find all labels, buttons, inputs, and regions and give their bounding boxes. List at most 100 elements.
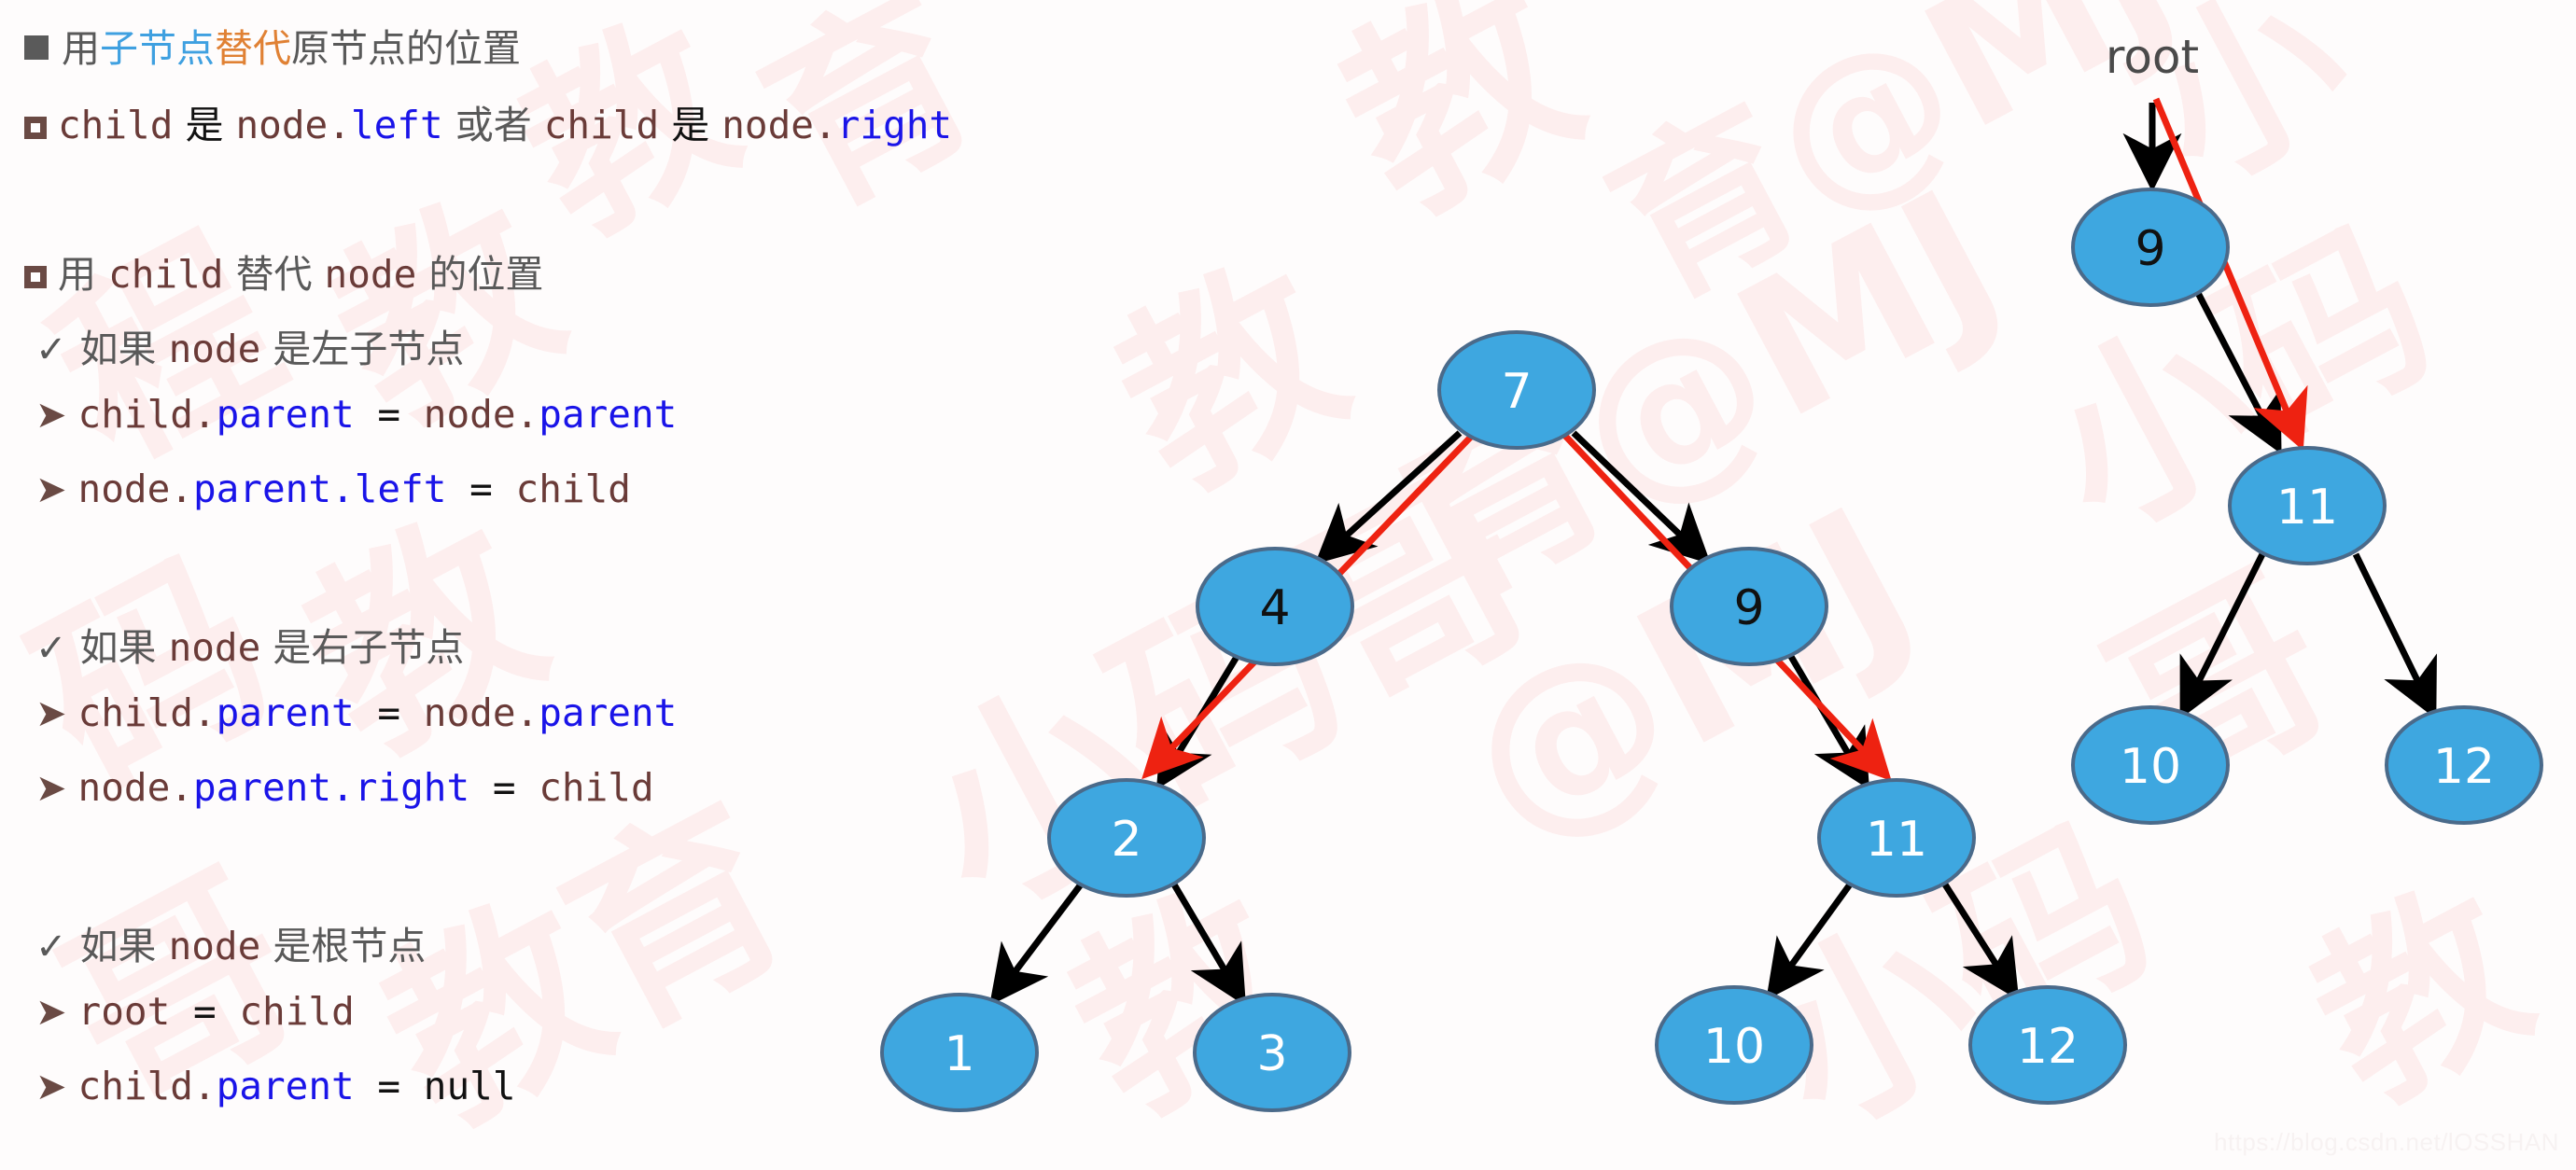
text-segment: node. <box>423 392 539 437</box>
text-segment: node. <box>423 690 539 735</box>
text-segment: parent <box>216 392 355 437</box>
hollow-square-bullet-icon <box>24 117 47 139</box>
edge-2-to-3 <box>1170 883 1246 1007</box>
text-line-content: 如果 node 是右子节点 <box>80 616 465 672</box>
text-line-content: child 是 node.left 或者 child 是 node.right <box>58 93 952 149</box>
tree-node-label: 10 <box>2120 739 2181 795</box>
text-segment: node <box>168 625 261 670</box>
text-segment: parent <box>539 690 678 735</box>
text-segment: parent.right <box>192 765 470 810</box>
text-segment: child. <box>77 690 217 735</box>
tree-node-label: 2 <box>1111 812 1141 868</box>
text-segment: node. <box>77 467 193 511</box>
edge-2-to-1 <box>989 882 1084 1006</box>
text-segment: = <box>446 467 516 511</box>
tree-node-label: 11 <box>2276 480 2338 536</box>
tree-node-2[interactable]: 2 <box>1047 778 1206 898</box>
text-segment: = <box>354 392 424 437</box>
red-edge-root-to-r11 <box>2152 97 2308 452</box>
edge-r11-to-r12 <box>2352 552 2437 719</box>
right-tree-red-edges <box>2152 97 2308 452</box>
arrow-bullet-icon: ➤ <box>35 1066 67 1108</box>
text-segment: root <box>77 989 171 1034</box>
text-segment: = <box>469 765 539 810</box>
text-segment: parent <box>216 690 355 735</box>
text-segment: = <box>354 690 424 735</box>
text-line-if-left-child: ✓ 如果 node 是左子节点 <box>35 317 464 373</box>
text-line-child-is: child 是 node.left 或者 child 是 node.right <box>24 93 952 149</box>
text-line-left-assign-parent: ➤child.parent = node.parent <box>35 392 677 437</box>
result-node-9[interactable]: 9 <box>2071 188 2230 307</box>
text-segment: node <box>168 924 261 968</box>
text-line-left-assign-left: ➤node.parent.left = child <box>35 467 631 511</box>
text-segment: parent <box>539 392 678 437</box>
check-bullet-icon: ✓ <box>35 328 67 371</box>
text-segment: parent <box>216 1064 355 1108</box>
text-line-content: 如果 node 是左子节点 <box>80 317 465 373</box>
tree-node-1[interactable]: 1 <box>880 993 1039 1112</box>
text-segment: 是 <box>659 103 722 147</box>
tree-node-7[interactable]: 7 <box>1437 330 1596 450</box>
text-segment: child. <box>77 1064 217 1108</box>
edge-r9-to-r11 <box>2193 289 2282 454</box>
text-segment: 替代 <box>223 252 325 297</box>
text-segment: child <box>58 103 174 147</box>
result-node-12[interactable]: 12 <box>2385 705 2543 825</box>
text-line-content: child.parent = node.parent <box>78 690 678 735</box>
text-segment: left <box>350 103 443 147</box>
tree-node-label: 4 <box>1259 580 1290 636</box>
left-tree-nodes: 7 4 9 2 11 1 3 <box>880 330 2127 1112</box>
right-tree-nodes: root 9 11 10 12 <box>2071 30 2543 825</box>
text-segment: 用 <box>62 26 100 71</box>
text-segment: 或者 <box>442 103 544 147</box>
result-node-11[interactable]: 11 <box>2228 446 2387 565</box>
tree-node-3[interactable]: 3 <box>1193 993 1351 1112</box>
text-segment: = <box>354 1064 424 1108</box>
edge-7-to-9 <box>1571 430 1712 564</box>
text-line-use-child-replace-node: 用 child 替代 node 的位置 <box>24 243 543 299</box>
text-segment: child <box>515 467 631 511</box>
text-segment: 是 <box>173 103 236 147</box>
text-segment: node. <box>721 103 837 147</box>
tree-node-label: 11 <box>1866 812 1927 868</box>
text-segment: 的位置 <box>416 252 544 297</box>
text-segment: node. <box>77 765 193 810</box>
tree-node-label: 12 <box>2017 1019 2079 1075</box>
arrow-bullet-icon: ➤ <box>35 394 67 437</box>
text-segment: node. <box>235 103 351 147</box>
text-line-content: root = child <box>78 989 355 1034</box>
edge-r11-to-r10 <box>2179 552 2266 719</box>
result-node-10[interactable]: 10 <box>2071 705 2230 825</box>
edge-11-to-12 <box>1942 883 2020 1001</box>
text-segment: 是根节点 <box>260 924 427 968</box>
text-line-right-assign-parent: ➤child.parent = node.parent <box>35 690 677 735</box>
filled-square-bullet-icon <box>24 35 49 60</box>
root-label: root <box>2106 30 2199 84</box>
text-segment: child. <box>77 392 217 437</box>
arrow-bullet-icon: ➤ <box>35 692 67 735</box>
text-line-content: child.parent = node.parent <box>78 392 678 437</box>
text-segment: 子节点 <box>100 26 215 71</box>
text-line-title: 用子节点替代原节点的位置 <box>24 17 521 73</box>
text-segment: 是左子节点 <box>260 327 465 371</box>
text-segment: = <box>170 989 240 1034</box>
text-line-content: node.parent.left = child <box>78 467 631 511</box>
text-segment: right <box>836 103 953 147</box>
tree-node-label: 9 <box>1733 580 1764 636</box>
tree-node-10[interactable]: 10 <box>1655 985 1813 1105</box>
tree-node-label: 1 <box>944 1026 974 1082</box>
text-segment: 替代 <box>215 26 291 71</box>
text-segment: child <box>539 765 654 810</box>
text-segment: 是右子节点 <box>260 625 465 670</box>
tree-node-4[interactable]: 4 <box>1196 547 1354 666</box>
text-segment: 原节点的位置 <box>291 26 521 71</box>
text-segment: 如果 <box>79 327 169 371</box>
text-segment: node <box>168 327 261 371</box>
tree-node-11[interactable]: 11 <box>1817 778 1976 898</box>
tree-node-9[interactable]: 9 <box>1670 547 1828 666</box>
text-segment: 如果 <box>79 924 169 968</box>
tree-node-12[interactable]: 12 <box>1968 985 2127 1105</box>
